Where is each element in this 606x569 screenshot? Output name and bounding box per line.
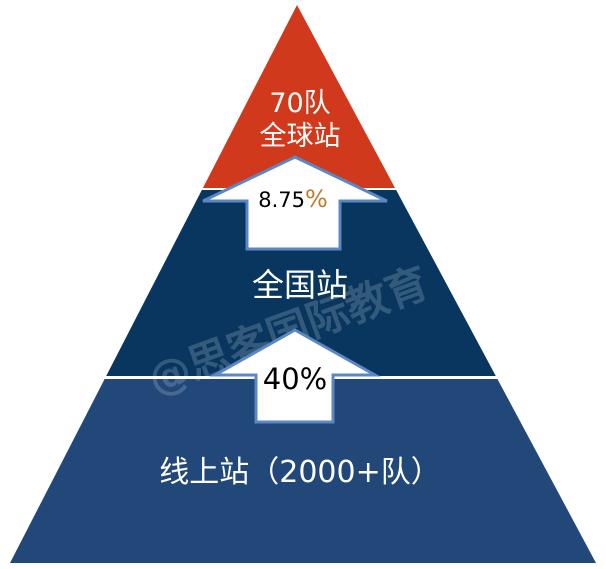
middle-tier-label: 全国站 bbox=[252, 266, 348, 304]
bottom-tier-label: 线上站（2000+队） bbox=[159, 455, 440, 490]
upper-arrow-value: 8.75% bbox=[258, 185, 328, 213]
lower-arrow-value: 40% bbox=[263, 362, 327, 396]
top-tier-count: 70队 bbox=[269, 88, 330, 119]
lower-arrow bbox=[209, 328, 381, 424]
top-tier-label: 全球站 bbox=[260, 121, 341, 152]
upper-arrow bbox=[202, 155, 388, 251]
